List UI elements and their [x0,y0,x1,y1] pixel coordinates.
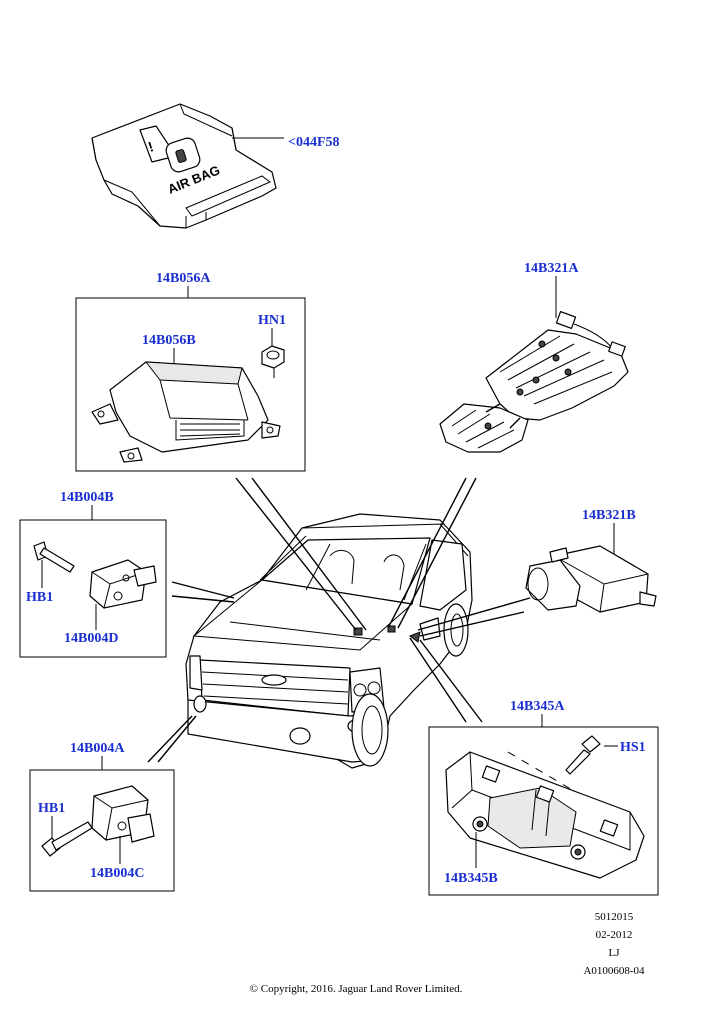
passenger-airbag-module [445,751,645,879]
copyright: © Copyright, 2016. Jaguar Land Rover Lim… [250,983,463,995]
bolt-hb1-front [41,821,93,857]
callout-HN1: HN1 [258,313,286,328]
side-impact-sensor-rear [89,559,157,609]
callout-044F58: <044F58 [288,135,340,150]
bolt-hb1-rear [33,541,75,573]
footer-code: 5012015 [595,911,634,923]
seat-belt-sensor [525,545,657,613]
airbag-control-module [91,361,281,463]
box-front-impact-sensor [29,769,175,892]
callout-14B345A: 14B345A [510,699,565,714]
footer-initials: LJ [609,947,621,959]
footer-ref: A0100608-04 [583,965,645,977]
callout-14B004D: 14B004D [64,631,118,646]
leader-lines [147,477,531,763]
callout-14B004C: 14B004C [90,866,144,881]
callout-HB1-front: HB1 [38,801,65,816]
airbag-module-cover: ! AIR BAG [91,103,284,229]
callout-14B056B: 14B056B [142,333,196,348]
seat-occupancy-sensor-mat [439,311,629,453]
box-control-module [75,297,306,472]
callout-14B004A: 14B004A [70,741,125,756]
callout-14B056A: 14B056A [156,271,211,286]
front-impact-sensor [91,785,155,843]
callout-14B004B: 14B004B [60,490,114,505]
callout-14B321B: 14B321B [582,508,636,523]
callout-HS1: HS1 [620,740,646,755]
callout-HB1-side: HB1 [26,590,53,605]
callout-14B345B: 14B345B [444,871,498,886]
callout-14B321A: 14B321A [524,261,579,276]
box-side-impact-sensor [19,519,167,658]
screw-hs1 [565,735,601,775]
footer-date: 02-2012 [596,929,633,941]
svg-text:!: ! [146,138,155,155]
box-passenger-airbag [428,726,659,896]
vehicle-illustration [185,513,473,769]
hex-nut [261,345,285,378]
